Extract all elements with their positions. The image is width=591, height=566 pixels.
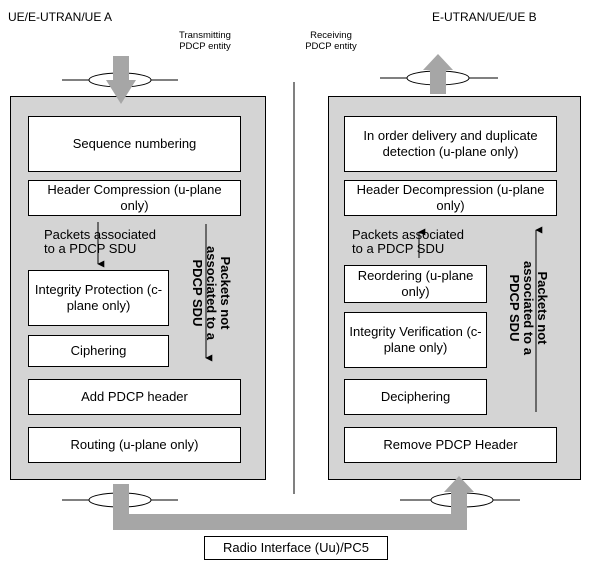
integrity-verification-box: Integrity Verification (c-plane only) <box>344 312 487 368</box>
tx-packets-associated-line2: to a PDCP SDU <box>44 241 137 256</box>
tx-packets-not-associated-line2: associated to a <box>204 246 219 340</box>
ciphering-box: Ciphering <box>28 335 169 367</box>
tx-packets-associated-label: Packets associated to a PDCP SDU <box>44 228 156 256</box>
transmitting-entity-label: Transmitting PDCP entity <box>170 30 240 52</box>
radio-interface-label: Radio Interface (Uu)/PC5 <box>204 536 388 560</box>
sequence-numbering-box: Sequence numbering <box>28 116 241 172</box>
radio-path <box>113 476 474 530</box>
tx-packets-associated-line1: Packets associated <box>44 227 157 242</box>
deciphering-box: Deciphering <box>344 379 487 415</box>
receiving-entity-label: Receiving PDCP entity <box>296 30 366 52</box>
left-entity-title: UE/E-UTRAN/UE A <box>8 10 113 24</box>
reordering-box: Reordering (u-plane only) <box>344 265 487 303</box>
integrity-protection-box: Integrity Protection (c-plane only) <box>28 270 169 326</box>
tx-packets-not-associated-line3: PDCP SDU <box>190 259 205 327</box>
receiving-entity-line2: PDCP entity <box>305 41 357 52</box>
receiving-entity-line1: Receiving <box>310 30 352 41</box>
tx-packets-not-associated-label: Packets not associated to a PDCP SDU <box>186 238 233 348</box>
rx-packets-not-associated-line3: PDCP SDU <box>507 274 522 342</box>
transmitting-entity-line1: Transmitting <box>179 30 231 41</box>
routing-box: Routing (u-plane only) <box>28 427 241 463</box>
rx-packets-associated-label: Packets associated to a PDCP SDU <box>352 228 464 256</box>
rx-packets-associated-line1: Packets associated <box>352 227 465 242</box>
transmitting-entity-line2: PDCP entity <box>179 41 231 52</box>
rx-output-arrow <box>423 54 453 94</box>
right-entity-title: E-UTRAN/UE/UE B <box>432 10 537 24</box>
in-order-delivery-box: In order delivery and duplicate detectio… <box>344 116 557 172</box>
remove-pdcp-header-box: Remove PDCP Header <box>344 427 557 463</box>
tx-input-arrow <box>106 56 136 104</box>
rx-packets-not-associated-line1: Packets not <box>535 271 550 345</box>
add-pdcp-header-box: Add PDCP header <box>28 379 241 415</box>
rx-packets-associated-line2: to a PDCP SDU <box>352 241 445 256</box>
tx-packets-not-associated-line1: Packets not <box>218 256 233 330</box>
rx-packets-not-associated-label: Packets not associated to a PDCP SDU <box>503 248 550 368</box>
rx-packets-not-associated-line2: associated to a <box>521 261 536 355</box>
header-decompression-box: Header Decompression (u-plane only) <box>344 180 557 216</box>
header-compression-box: Header Compression (u-plane only) <box>28 180 241 216</box>
